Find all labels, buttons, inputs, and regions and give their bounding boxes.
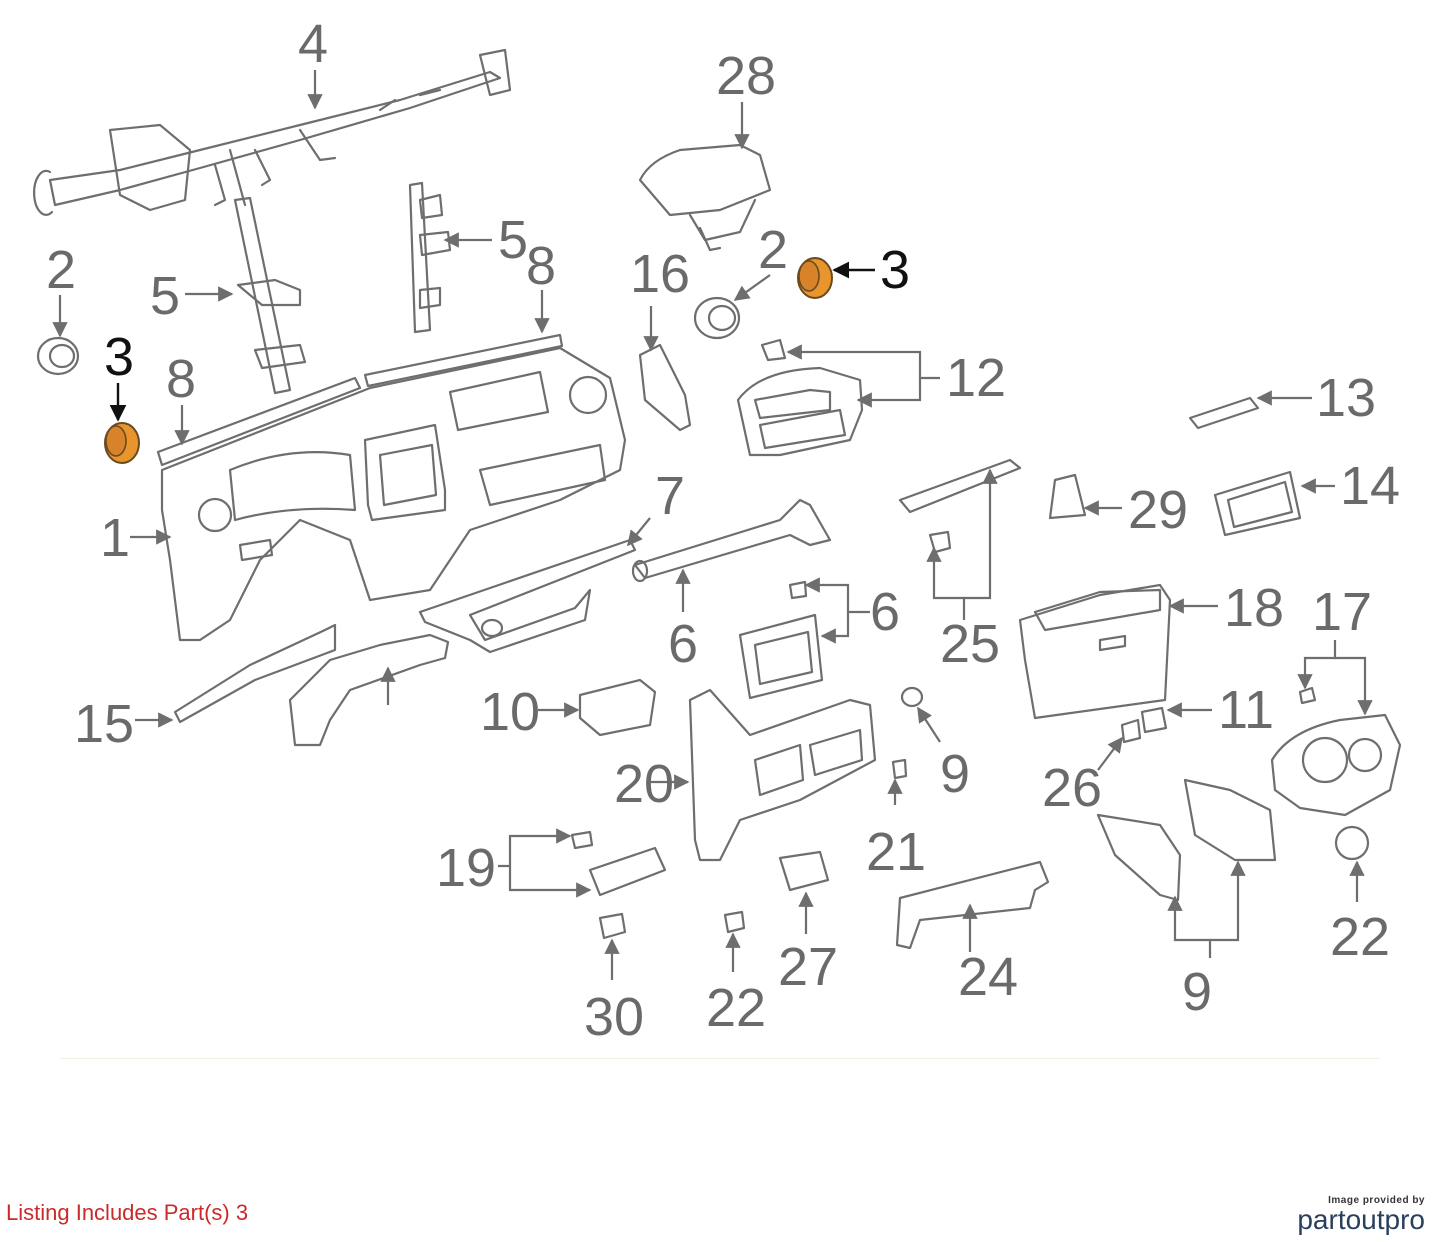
listing-note: Listing Includes Part(s) 3 <box>6 1200 249 1225</box>
vent-11-part <box>578 678 657 737</box>
callout-17: 18 <box>1224 578 1284 638</box>
duct-6-lower-part <box>288 633 450 747</box>
callout-22-upper: 21 <box>866 822 926 882</box>
callout-28: 28 <box>716 46 776 106</box>
callout-9-upper: 20 <box>614 754 674 814</box>
callout-8-left: 8 <box>166 349 196 409</box>
callout-4: 4 <box>298 14 328 74</box>
bracket-29-part <box>1048 473 1087 520</box>
knob-26-part <box>900 686 924 708</box>
knob-27-part <box>1334 825 1370 861</box>
trim-9-lower-part <box>895 860 1050 950</box>
callout-9-lower: 24 <box>958 947 1018 1007</box>
callout-30: 9 <box>1182 962 1212 1022</box>
callout-23: 22 <box>706 978 766 1038</box>
defroster-trim-part <box>156 333 564 467</box>
callout-5-right: 5 <box>498 210 528 270</box>
garnish-18-part <box>898 458 1022 554</box>
display-14-part <box>1213 470 1302 537</box>
callout-29: 29 <box>1128 480 1188 540</box>
duct-6-upper-part <box>631 498 832 583</box>
lower-panel-9-part <box>688 688 877 862</box>
callout-20: 11 <box>1218 680 1274 740</box>
instrument-panel-part <box>160 346 627 642</box>
callout-21: 19 <box>436 838 496 898</box>
switch-24-part <box>778 850 830 892</box>
bracket-7-part <box>418 538 637 654</box>
duct-10-part <box>173 623 337 724</box>
callout-14: 14 <box>1340 456 1400 516</box>
callout-1: 1 <box>100 508 130 568</box>
callout-5-left: 5 <box>150 266 180 326</box>
callout-2-right: 2 <box>758 220 788 280</box>
vent-ring-highlight-right <box>797 257 833 299</box>
callout-18: 25 <box>940 614 1000 674</box>
callout-3-left: 3 <box>104 327 134 387</box>
switch-base-25-part <box>738 580 824 700</box>
instrument-cluster-15-part <box>1270 686 1402 817</box>
center-cluster-finish-panel-part <box>736 338 864 457</box>
callout-24: 27 <box>778 937 838 997</box>
callout-8-right: 8 <box>526 236 556 296</box>
callout-6-upper: 6 <box>668 614 698 674</box>
callout-22-lower: 30 <box>584 987 644 1047</box>
callout-25: 6 <box>870 582 900 642</box>
callout-16: 16 <box>630 244 690 304</box>
bracket-20-part <box>1140 706 1168 734</box>
glovebox-17-part <box>1018 583 1172 720</box>
vent-bezel-right-part <box>693 296 741 340</box>
diagram-divider <box>60 1058 1380 1059</box>
side-cover-part <box>638 343 692 432</box>
clip-22-lower-part <box>598 912 627 940</box>
reinforcement-beam-part <box>33 48 512 216</box>
callout-12: 12 <box>946 348 1006 408</box>
dashboard-exploded-diagram: 4 28 2 3 5 5 8 8 16 2 3 12 13 14 29 1 7 … <box>33 14 1402 1047</box>
airbag-part <box>638 143 772 252</box>
callout-10: 15 <box>74 694 134 754</box>
vent-ring-highlight-left <box>104 422 140 464</box>
callout-15: 17 <box>1312 582 1372 642</box>
callout-3-right: 3 <box>880 240 910 300</box>
knee-cover-30-part <box>1096 778 1277 902</box>
watermark-brand-logo: partoutpro <box>1297 1204 1425 1235</box>
callout-7: 7 <box>655 466 685 526</box>
callout-labels: 4 28 2 3 5 5 8 8 16 2 3 12 13 14 29 1 7 … <box>46 14 1400 1047</box>
switch-panel-21-part <box>570 830 667 897</box>
callout-27: 22 <box>1330 907 1390 967</box>
leader-lines <box>52 70 1373 980</box>
trim-strip-13-part <box>1188 396 1260 430</box>
brace-part-right <box>408 181 452 334</box>
callout-19: 26 <box>1042 758 1102 818</box>
callout-11: 10 <box>480 682 540 742</box>
provider-watermark: Image provided by partoutpro <box>1297 1195 1425 1234</box>
callout-2-left: 2 <box>46 240 76 300</box>
clip-22-upper-part <box>891 758 908 780</box>
clip-23-part <box>723 910 746 934</box>
vent-bezel-left-part <box>36 336 80 376</box>
bracket-19-part <box>1120 718 1142 744</box>
callout-13: 13 <box>1316 368 1376 428</box>
watermark-caption: Image provided by <box>1328 1195 1425 1206</box>
callout-26: 9 <box>940 744 970 804</box>
brace-part-left <box>233 196 307 395</box>
